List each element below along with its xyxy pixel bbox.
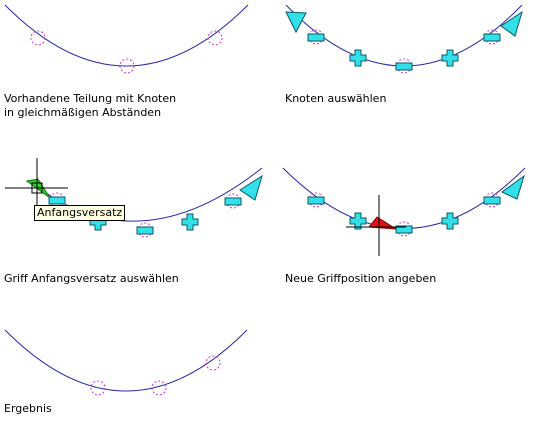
- caption-line: in gleichmäßigen Abständen: [4, 106, 162, 119]
- plus-grip-icon[interactable]: [441, 212, 459, 230]
- arc-curve: [4, 4, 249, 67]
- node-marker-icon: [119, 58, 135, 74]
- caption-line: Ergebnis: [4, 402, 52, 415]
- crosshair-cursor-icon: [5, 158, 68, 213]
- rectangle-grip-icon[interactable]: [483, 33, 501, 42]
- caption-existing-division: Vorhandene Teilung mit Knoten in gleichm…: [4, 92, 176, 120]
- arc-curve: [4, 329, 248, 392]
- triangle-grip-icon[interactable]: [239, 174, 263, 201]
- rectangle-grip-icon[interactable]: [483, 196, 501, 205]
- hot-triangle-grip-icon[interactable]: [368, 216, 397, 230]
- tooltip-start-offset: Anfangsversatz: [34, 205, 126, 221]
- triangle-grip-icon[interactable]: [500, 10, 523, 37]
- node-marker-icon: [205, 355, 221, 371]
- caption-line: Vorhandene Teilung mit Knoten: [4, 92, 177, 105]
- rectangle-grip-icon[interactable]: [307, 33, 325, 42]
- caption-select-nodes: Knoten auswählen: [285, 92, 386, 106]
- triangle-grip-icon[interactable]: [501, 174, 525, 200]
- panel-select-nodes: [285, 4, 523, 74]
- plus-grip-icon[interactable]: [349, 49, 367, 67]
- caption-line: Griff Anfangsversatz auswählen: [4, 272, 179, 285]
- panel-select-start-offset-grip: [5, 158, 263, 238]
- caption-select-start-offset-grip: Griff Anfangsversatz auswählen: [4, 272, 179, 286]
- caption-line: Neue Griffposition angeben: [285, 272, 437, 285]
- rectangle-grip-icon[interactable]: [48, 196, 66, 205]
- rectangle-grip-icon[interactable]: [224, 197, 242, 206]
- plus-grip-icon[interactable]: [181, 213, 199, 231]
- panel-existing-division: [4, 4, 249, 74]
- rectangle-grip-icon[interactable]: [136, 226, 154, 235]
- rectangle-grip-icon[interactable]: [307, 196, 325, 205]
- node-marker-icon: [30, 30, 46, 46]
- caption-result: Ergebnis: [4, 402, 52, 416]
- crosshair-cursor-icon: [346, 195, 406, 256]
- rectangle-grip-icon[interactable]: [395, 225, 413, 234]
- node-marker-icon: [90, 380, 106, 396]
- panel-result: [4, 329, 248, 396]
- triangle-grip-icon[interactable]: [285, 11, 307, 34]
- plus-grip-icon[interactable]: [349, 212, 367, 230]
- node-marker-icon: [151, 380, 167, 396]
- plus-grip-icon[interactable]: [441, 49, 459, 67]
- node-marker-icon: [207, 30, 223, 46]
- caption-specify-new-grip-position: Neue Griffposition angeben: [285, 272, 436, 286]
- panel-specify-new-grip-position: [282, 167, 526, 256]
- caption-line: Knoten auswählen: [285, 92, 387, 105]
- rectangle-grip-icon[interactable]: [395, 62, 413, 71]
